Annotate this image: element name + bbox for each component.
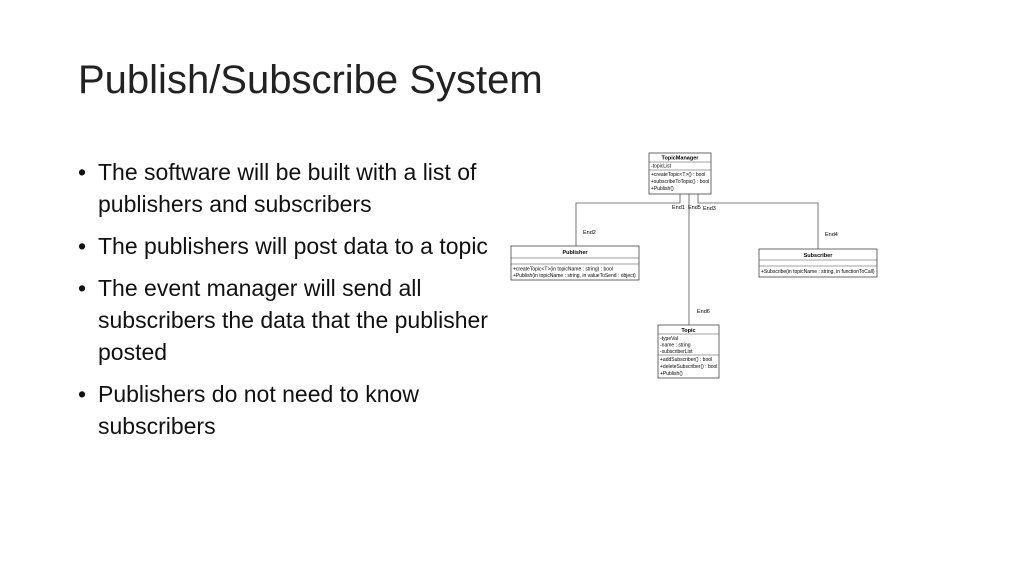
class-operation: +createTopic<T>() : bool [651,172,705,178]
class-operation: +addSubscriber() : bool [660,357,712,363]
bullet-dot-icon: • [78,159,87,185]
class-topic: Topic -typeVal -name : string -subscribe… [657,324,720,379]
class-publisher: Publisher +createTopic<T>(in topicName :… [510,245,640,281]
bullet-text: The publishers will post data to a topic [98,233,488,259]
class-attribute: -typeVal [660,336,678,342]
slide-title: Publish/Subscribe System [78,58,543,102]
bullet-list: • The software will be built with a list … [78,156,508,452]
bullet-text: The event manager will send all subscrib… [98,275,488,365]
class-operation: +Publish(in topicName : string, in value… [513,273,636,279]
class-name: Publisher [562,250,588,256]
bullet-item: • The software will be built with a list … [78,156,508,220]
end-label-3: End3 [703,206,716,212]
class-name: Subscriber [804,253,834,259]
association-line-publisher [575,194,681,246]
end-labels: End1 End5 End3 End2 End4 End6 [583,205,838,315]
class-name: Topic [681,328,695,334]
end-label-5: End5 [688,205,701,211]
end-label-1: End1 [672,205,685,211]
class-attribute: -topicList [651,164,672,170]
bullet-item: • The publishers will post data to a topi… [78,230,508,262]
class-name: TopicManager [662,156,700,162]
class-operation: +deleteSubscriber() : bool [660,364,717,370]
bullet-dot-icon: • [78,381,87,407]
class-topic-manager: TopicManager -topicList +createTopic<T>(… [648,152,712,195]
end-label-2: End2 [583,230,596,236]
association-line-subscriber [697,194,819,249]
class-attribute: -subscriberList [660,349,693,355]
uml-class-diagram: End1 End5 End3 End2 End4 End6 TopicManag… [510,152,878,379]
bullet-dot-icon: • [78,233,87,259]
class-operation: +Publish() [651,186,674,192]
association-lines [575,194,819,325]
bullet-text: The software will be built with a list o… [98,159,477,217]
end-label-4: End4 [825,232,838,238]
class-operation: +subscribeToTopic() : bool [651,179,709,185]
class-subscriber: Subscriber +Subscribe(in topicName : str… [758,248,878,278]
bullet-item: • Publishers do not need to know subscrib… [78,378,508,442]
bullet-item: • The event manager will send all subscri… [78,272,508,368]
bullet-dot-icon: • [78,275,87,301]
class-operation: +Subscribe(in topicName : string, in fun… [761,269,875,275]
bullet-text: Publishers do not need to know subscribe… [98,381,419,439]
class-attribute: -name : string [660,343,691,349]
class-operation: +createTopic<T>(in topicName : string) :… [513,267,613,273]
class-operation: +Publish() [660,371,683,377]
end-label-6: End6 [697,309,710,315]
